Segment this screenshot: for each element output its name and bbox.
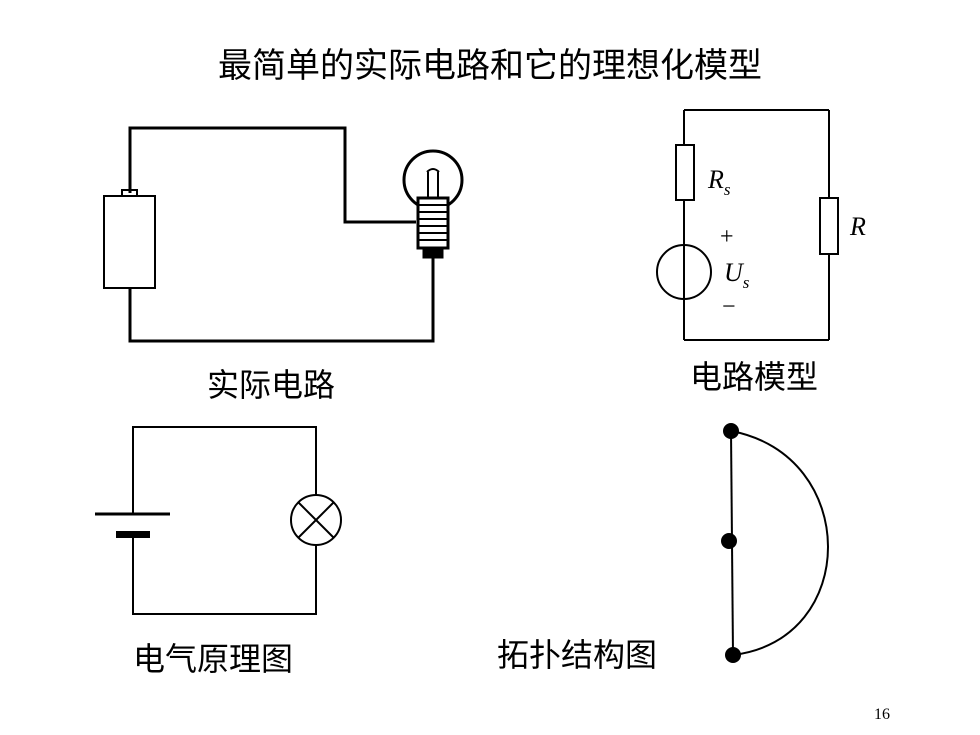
battery-terminal <box>121 189 138 197</box>
actual-circuit-diagram <box>103 126 435 343</box>
schematic-wire-bottom <box>132 535 317 615</box>
battery-short-plate <box>116 531 150 538</box>
lamp-cross-b <box>297 501 335 539</box>
node-middle <box>721 533 737 549</box>
light-bulb-icon <box>402 149 464 259</box>
lamp-icon <box>290 494 342 546</box>
topology-diagram <box>721 423 829 663</box>
wire-bottom <box>128 258 435 343</box>
slide-title: 最简单的实际电路和它的理想化模型 <box>218 46 762 86</box>
schematic-wire-top <box>132 426 317 513</box>
wire-top <box>128 126 416 224</box>
node-top <box>723 423 739 439</box>
page-number: 16 <box>874 706 890 723</box>
battery-icon <box>103 195 156 289</box>
circuit-model-diagram <box>656 109 839 341</box>
schematic-diagram <box>95 426 342 615</box>
us-label: Us <box>724 258 750 292</box>
caption-actual-circuit: 实际电路 <box>207 366 336 404</box>
caption-circuit-model: 电路模型 <box>690 358 819 396</box>
minus-sign: − <box>722 294 736 320</box>
rs-label: Rs <box>707 165 731 199</box>
node-bottom <box>725 647 741 663</box>
plus-sign: + <box>720 224 734 250</box>
topology-edge-arc <box>730 430 829 656</box>
caption-topology: 拓扑结构图 <box>497 636 658 674</box>
load-resistor-icon <box>819 197 839 255</box>
source-resistor-icon <box>675 144 695 201</box>
caption-schematic: 电气原理图 <box>133 640 294 678</box>
r-label: R <box>849 212 866 241</box>
